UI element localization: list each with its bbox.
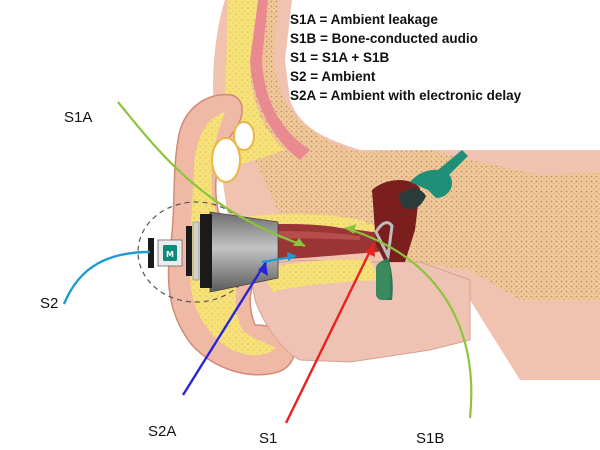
s2a-inner-arrow <box>261 255 293 264</box>
concha-bowl-2 <box>233 121 255 151</box>
s2a-inner-arrowhead <box>287 252 297 261</box>
s2-arrow <box>62 250 151 305</box>
canal-wall-upper <box>238 213 380 232</box>
vestibular-canal <box>438 150 468 178</box>
s1-arrowhead <box>365 243 375 257</box>
svg-text:M: M <box>166 250 174 259</box>
nerve-bundle <box>376 262 390 300</box>
legend: S1A = Ambient leakage S1B = Bone-conduct… <box>290 10 521 105</box>
s1b-arrow <box>344 226 473 419</box>
s2a-arrow <box>181 261 268 396</box>
legend-item-s1: S1 = S1A + S1B <box>290 50 390 65</box>
s1b-arrowhead <box>345 224 356 234</box>
pinna-cartilage <box>190 112 276 356</box>
s1a-arrow <box>117 101 306 248</box>
legend-item-s2: S2 = Ambient <box>290 69 376 84</box>
label-s2: S2 <box>40 295 58 312</box>
lower-cartilage <box>262 259 380 292</box>
eardrum <box>374 221 394 262</box>
legend-item-s1b: S1B = Bone-conducted audio <box>290 31 478 46</box>
label-s1b: S1B <box>416 430 444 447</box>
s1a-arrowhead <box>293 238 305 246</box>
pink-band <box>250 0 310 160</box>
label-s2a: S2A <box>148 423 176 440</box>
s2a-arrowhead <box>258 262 268 276</box>
ossicles <box>398 188 426 210</box>
label-s1a: S1A <box>64 109 92 126</box>
legend-item-s2a: S2A = Ambient with electronic delay <box>290 88 522 103</box>
concha-bowl <box>211 137 241 183</box>
s1-arrow <box>284 242 376 424</box>
label-s1: S1 <box>259 430 277 447</box>
cochlea <box>410 169 453 198</box>
legend-item-s1a: S1A = Ambient leakage <box>290 12 438 27</box>
chip-icon: M <box>163 245 177 261</box>
